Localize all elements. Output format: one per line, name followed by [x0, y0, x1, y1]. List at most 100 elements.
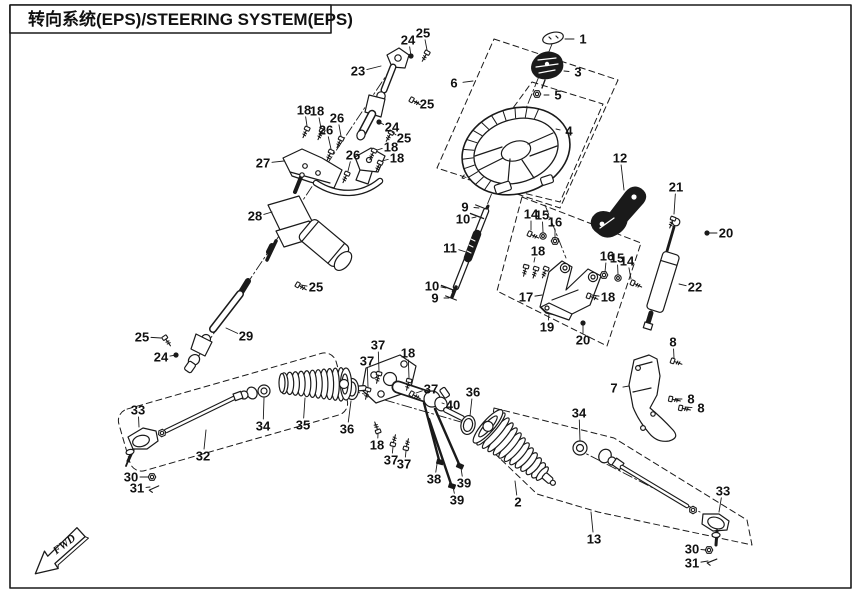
page-title: 转向系统(EPS)/STEERING SYSTEM(EPS) — [28, 9, 353, 29]
leader-line — [391, 446, 394, 454]
rim-hatch-tick — [534, 108, 540, 119]
cotter-pin-31 — [148, 485, 161, 494]
leader-line — [700, 560, 709, 563]
callout-26: 26 — [319, 123, 333, 138]
callout-17: 17 — [519, 290, 533, 305]
part-40-pinion-input — [439, 386, 451, 399]
callout-21: 21 — [669, 180, 683, 195]
leader-line — [578, 419, 581, 442]
part-23-upper-ujoint — [356, 47, 410, 141]
callout-18: 18 — [370, 438, 384, 453]
nut-16 — [599, 271, 609, 279]
bolt-26 — [334, 135, 345, 150]
callout-9: 9 — [461, 200, 468, 215]
rim-hatch-tick — [514, 107, 517, 119]
callout-31: 31 — [685, 556, 699, 571]
leader-line — [300, 284, 308, 287]
callout-16: 16 — [600, 249, 614, 264]
leader-line — [391, 131, 397, 136]
callout-16: 16 — [548, 215, 562, 230]
part-7-guard — [628, 354, 677, 442]
callout-8: 8 — [669, 335, 676, 350]
bolt-25 — [161, 334, 174, 348]
rim-hatch-tick — [502, 110, 507, 121]
washer-dot — [580, 320, 586, 326]
callout-33: 33 — [716, 484, 730, 499]
callout-14: 14 — [620, 254, 635, 269]
callout-12: 12 — [613, 151, 627, 166]
nut-5 — [532, 90, 542, 98]
rim-hatch-tick — [490, 114, 498, 125]
bolt-26 — [340, 170, 351, 185]
callout-18: 18 — [384, 140, 398, 155]
leader-line — [271, 160, 285, 163]
page-border — [9, 4, 852, 589]
washer-dot — [408, 53, 414, 59]
leader-line — [684, 406, 693, 409]
callout-8: 8 — [697, 401, 704, 416]
callout-18: 18 — [297, 103, 311, 118]
leader-line — [555, 128, 561, 131]
callout-29: 29 — [239, 329, 253, 344]
callout-25: 25 — [420, 97, 434, 112]
leader-line — [305, 116, 308, 127]
callout-14: 14 — [524, 207, 539, 222]
washer-dot — [376, 119, 382, 125]
callout-37: 37 — [424, 382, 438, 397]
nut-16 — [550, 237, 560, 245]
bolt-18 — [300, 125, 311, 140]
callout-9: 9 — [431, 291, 438, 306]
bolt-8 — [667, 395, 682, 405]
callout-10: 10 — [456, 212, 470, 227]
leader-line — [376, 148, 383, 151]
callout-30: 30 — [685, 542, 699, 557]
callout-1: 1 — [579, 32, 586, 47]
leader-line — [473, 207, 480, 209]
callout-27: 27 — [256, 156, 270, 171]
leader-line — [338, 124, 342, 137]
leader-line — [366, 367, 369, 388]
callout-36: 36 — [340, 422, 354, 437]
bolt-8 — [669, 357, 684, 368]
callout-37: 37 — [360, 354, 374, 369]
leader-line — [514, 480, 518, 496]
bolt-14 — [526, 230, 541, 241]
washer-dot — [173, 352, 179, 358]
callout-13: 13 — [587, 532, 601, 547]
callout-35: 35 — [296, 418, 310, 433]
washer-dot — [704, 230, 710, 236]
box-tie-rod-left-assy — [117, 352, 349, 472]
rim-hatch-tick — [474, 176, 484, 185]
leader-line — [563, 70, 570, 72]
part-3-switch — [531, 51, 564, 89]
callout-5: 5 — [554, 88, 561, 103]
callout-37: 37 — [371, 338, 385, 353]
leader-line — [458, 249, 467, 253]
rim-hatch-tick — [472, 129, 483, 137]
callout-32: 32 — [196, 449, 210, 464]
part-29-intermediate-shaft — [184, 278, 251, 374]
leader-line — [440, 286, 447, 289]
leader-line — [347, 400, 352, 423]
leader-line — [718, 497, 722, 513]
rim-hatch-tick — [524, 106, 528, 118]
leader-line — [435, 463, 438, 473]
leader-line — [415, 390, 423, 394]
part-2-bellows — [472, 409, 556, 486]
part-4-steering-wheel — [461, 106, 571, 196]
leader-line — [700, 549, 707, 551]
callout-20: 20 — [719, 226, 733, 241]
callout-22: 22 — [688, 280, 702, 295]
callout-24: 24 — [154, 350, 169, 365]
callout-24: 24 — [401, 33, 416, 48]
leader-line — [263, 211, 273, 215]
leader-line — [327, 136, 332, 150]
leader-line — [547, 313, 550, 321]
callout-25: 25 — [135, 330, 149, 345]
rim-hatch-tick — [467, 171, 479, 178]
callout-11: 11 — [443, 241, 457, 256]
leader-line — [441, 402, 445, 405]
callout-2: 2 — [514, 495, 521, 510]
rim-hatch-tick — [463, 164, 475, 170]
leader-line — [377, 351, 380, 372]
